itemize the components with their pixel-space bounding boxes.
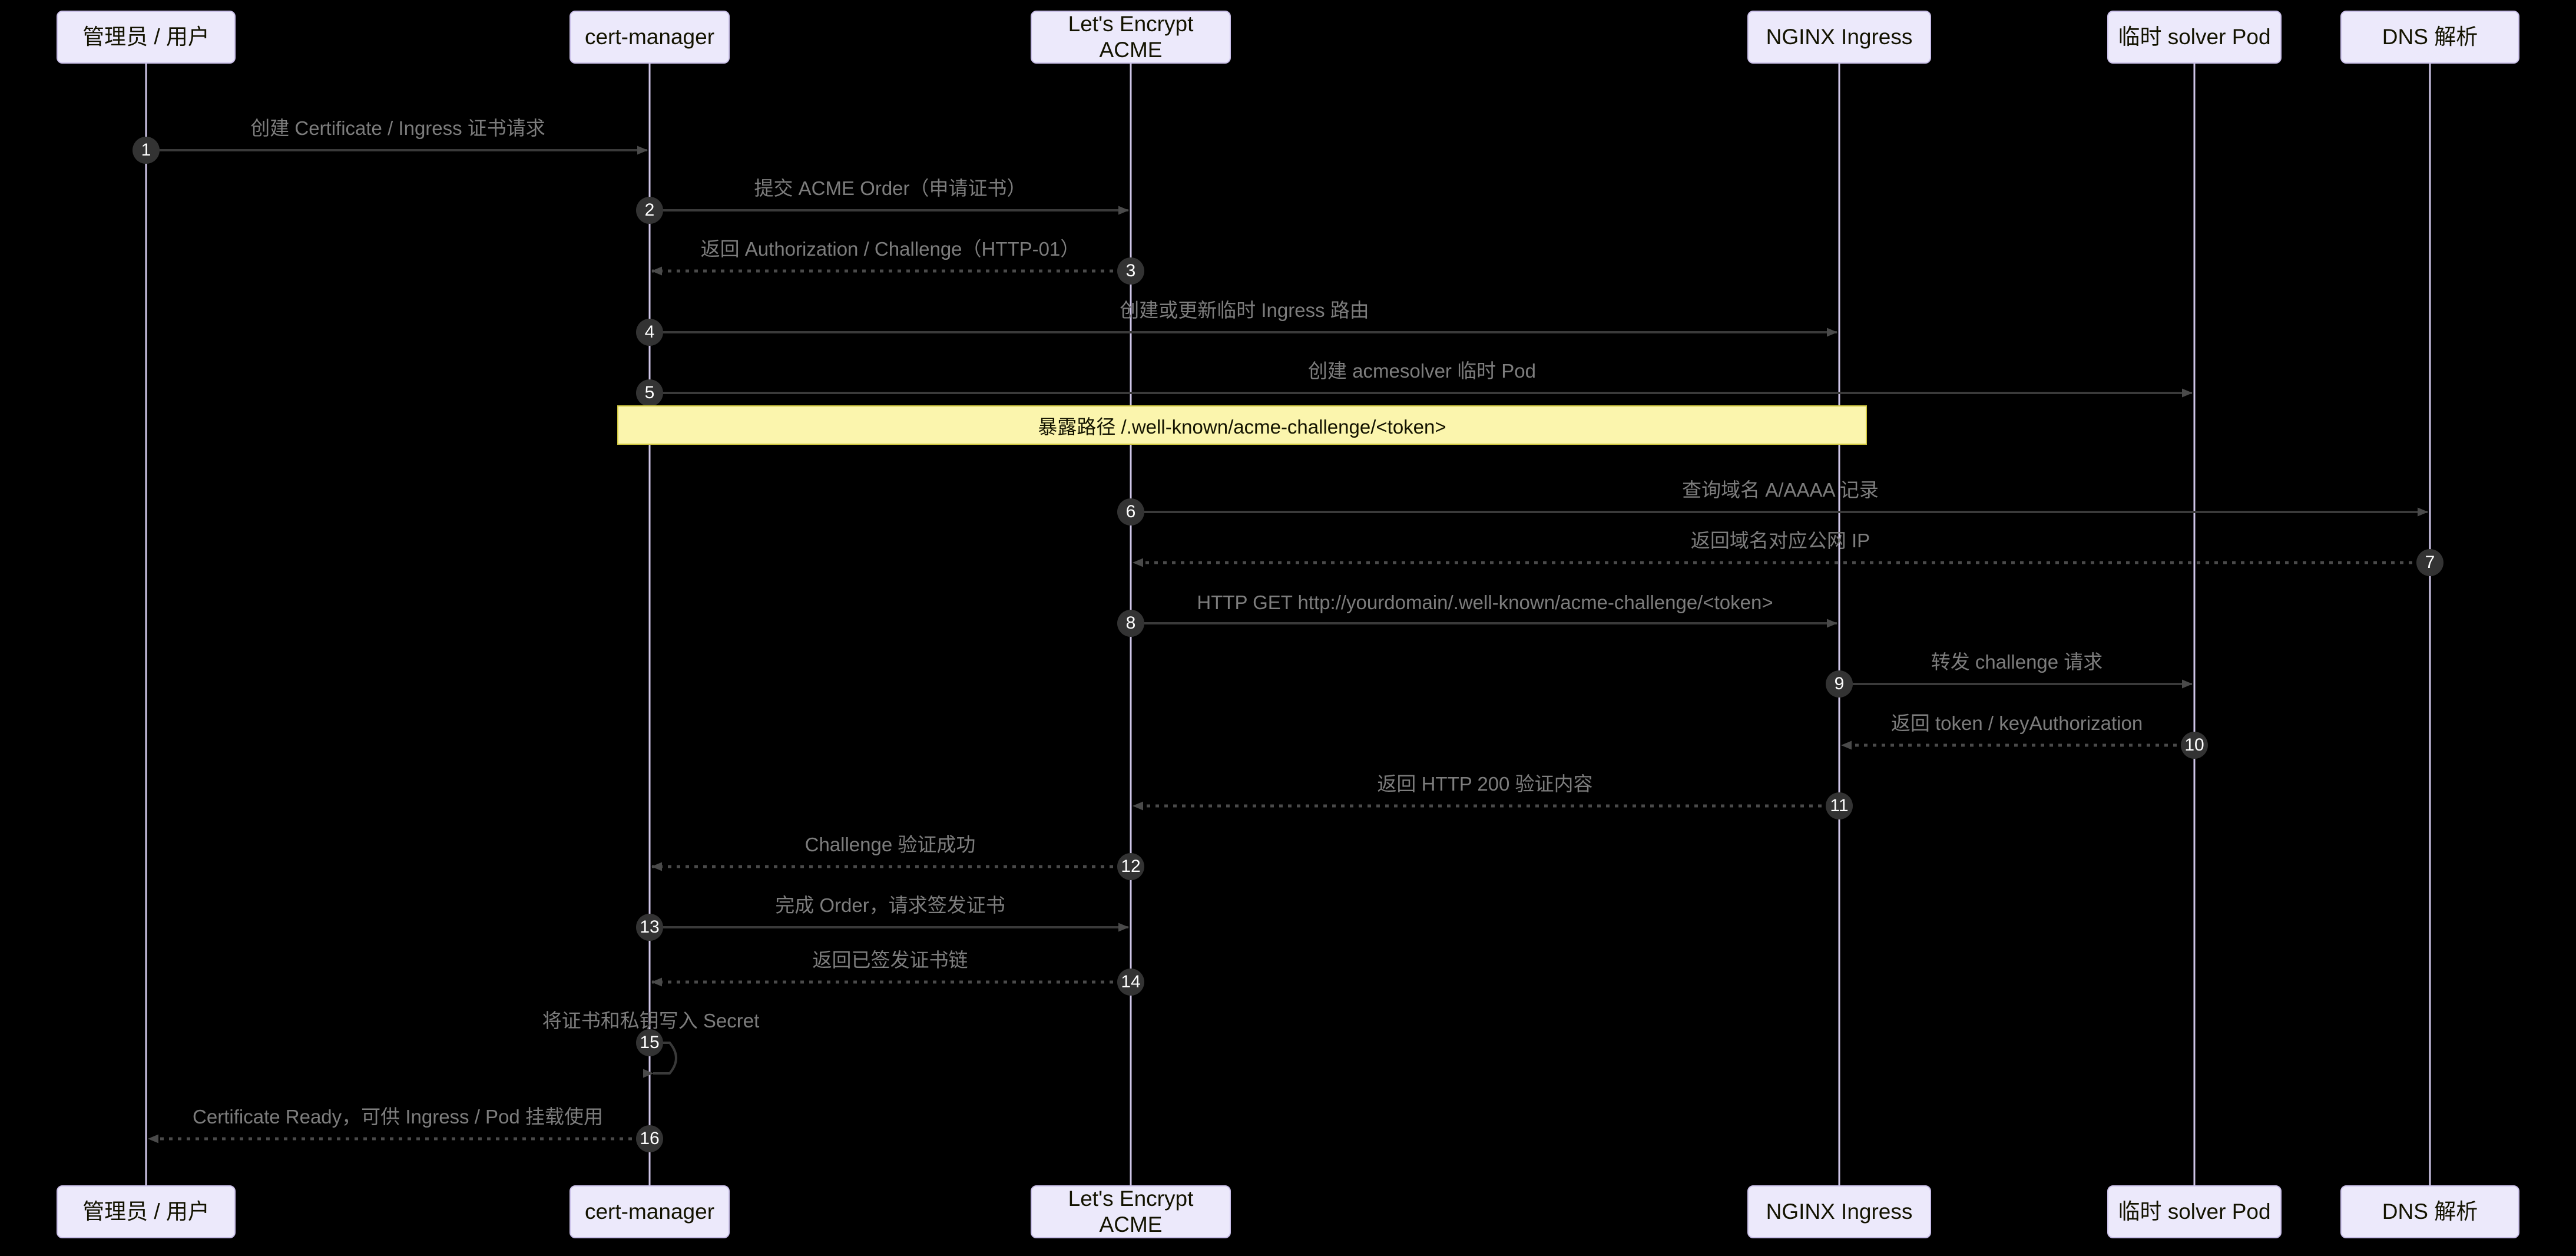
sequence-badge-14: 14 bbox=[1117, 969, 1144, 996]
participant-solver-top[interactable]: 临时 solver Pod bbox=[2107, 11, 2282, 64]
note-text: 暴露路径 /.well-known/acme-challenge/<token> bbox=[1038, 415, 1446, 438]
sequence-badge-11: 11 bbox=[1826, 792, 1853, 819]
message-label-8: HTTP GET http://yourdomain/.well-known/a… bbox=[1197, 591, 1773, 613]
participant-label: 临时 solver Pod bbox=[2118, 1199, 2271, 1224]
sequence-badge-15: 15 bbox=[636, 1029, 663, 1056]
participant-label: DNS 解析 bbox=[2382, 24, 2478, 49]
sequence-badge-4: 4 bbox=[636, 319, 663, 346]
participant-dns-top[interactable]: DNS 解析 bbox=[2340, 11, 2519, 64]
message-label-14: 返回已签发证书链 bbox=[812, 949, 968, 971]
message-label-3: 返回 Authorization / Challenge（HTTP-01） bbox=[700, 238, 1080, 260]
message-label-7: 返回域名对应公网 IP bbox=[1690, 530, 1870, 551]
message-label-11: 返回 HTTP 200 验证内容 bbox=[1377, 773, 1593, 795]
participant-certmgr-top[interactable]: cert-manager bbox=[569, 11, 730, 64]
participant-label: DNS 解析 bbox=[2382, 1199, 2478, 1224]
participant-admin-bottom[interactable]: 管理员 / 用户 bbox=[57, 1185, 236, 1238]
message-label-4: 创建或更新临时 Ingress 路由 bbox=[1120, 299, 1369, 321]
participant-label: NGINX Ingress bbox=[1766, 1199, 1913, 1224]
participant-label: cert-manager bbox=[584, 24, 715, 49]
message-label-15: 将证书和私钥写入 Secret bbox=[542, 1010, 760, 1032]
sequence-badge-1: 1 bbox=[133, 137, 160, 164]
sequence-badge-16: 16 bbox=[636, 1125, 663, 1152]
sequence-badge-13: 13 bbox=[636, 914, 663, 941]
sequence-badge-12: 12 bbox=[1117, 853, 1144, 880]
message-label-1: 创建 Certificate / Ingress 证书请求 bbox=[250, 117, 545, 139]
sequence-badge-2: 2 bbox=[636, 197, 663, 224]
message-label-16: Certificate Ready，可供 Ingress / Pod 挂载使用 bbox=[193, 1106, 603, 1128]
participant-label: Let's Encrypt ACME bbox=[1068, 11, 1194, 62]
message-label-9: 转发 challenge 请求 bbox=[1931, 651, 2103, 673]
participant-label: Let's Encrypt ACME bbox=[1068, 1186, 1194, 1237]
note-expose-path: 暴露路径 /.well-known/acme-challenge/<token> bbox=[617, 405, 1867, 445]
participant-admin-top[interactable]: 管理员 / 用户 bbox=[57, 11, 236, 64]
participant-label: 管理员 / 用户 bbox=[82, 24, 210, 49]
participant-nginx-bottom[interactable]: NGINX Ingress bbox=[1747, 1185, 1931, 1238]
participant-label: NGINX Ingress bbox=[1766, 24, 1913, 49]
participant-acme-top[interactable]: Let's Encrypt ACME bbox=[1031, 11, 1231, 64]
message-label-12: Challenge 验证成功 bbox=[804, 834, 976, 855]
message-label-13: 完成 Order，请求签发证书 bbox=[775, 894, 1005, 916]
participant-certmgr-bottom[interactable]: cert-manager bbox=[569, 1185, 730, 1238]
participant-acme-bottom[interactable]: Let's Encrypt ACME bbox=[1031, 1185, 1231, 1238]
participant-solver-bottom[interactable]: 临时 solver Pod bbox=[2107, 1185, 2282, 1238]
sequence-badge-7: 7 bbox=[2416, 549, 2443, 576]
sequence-badge-8: 8 bbox=[1117, 610, 1144, 637]
message-label-2: 提交 ACME Order（申请证书） bbox=[754, 177, 1027, 199]
sequence-badge-9: 9 bbox=[1826, 670, 1853, 698]
sequence-badge-6: 6 bbox=[1117, 498, 1144, 525]
participant-nginx-top[interactable]: NGINX Ingress bbox=[1747, 11, 1931, 64]
participant-label: 临时 solver Pod bbox=[2118, 24, 2271, 49]
message-label-10: 返回 token / keyAuthorization bbox=[1890, 712, 2143, 734]
message-label-6: 查询域名 A/AAAA 记录 bbox=[1682, 479, 1879, 501]
sequence-badge-10: 10 bbox=[2181, 732, 2208, 759]
message-arrow-15 bbox=[643, 1042, 677, 1078]
participant-dns-bottom[interactable]: DNS 解析 bbox=[2340, 1185, 2519, 1238]
participant-label: 管理员 / 用户 bbox=[82, 1199, 210, 1224]
sequence-badge-5: 5 bbox=[636, 379, 663, 406]
message-label-5: 创建 acmesolver 临时 Pod bbox=[1308, 360, 1536, 382]
participant-label: cert-manager bbox=[584, 1199, 715, 1224]
message-arrows-group bbox=[146, 146, 2430, 1143]
sequence-badge-3: 3 bbox=[1117, 257, 1144, 285]
